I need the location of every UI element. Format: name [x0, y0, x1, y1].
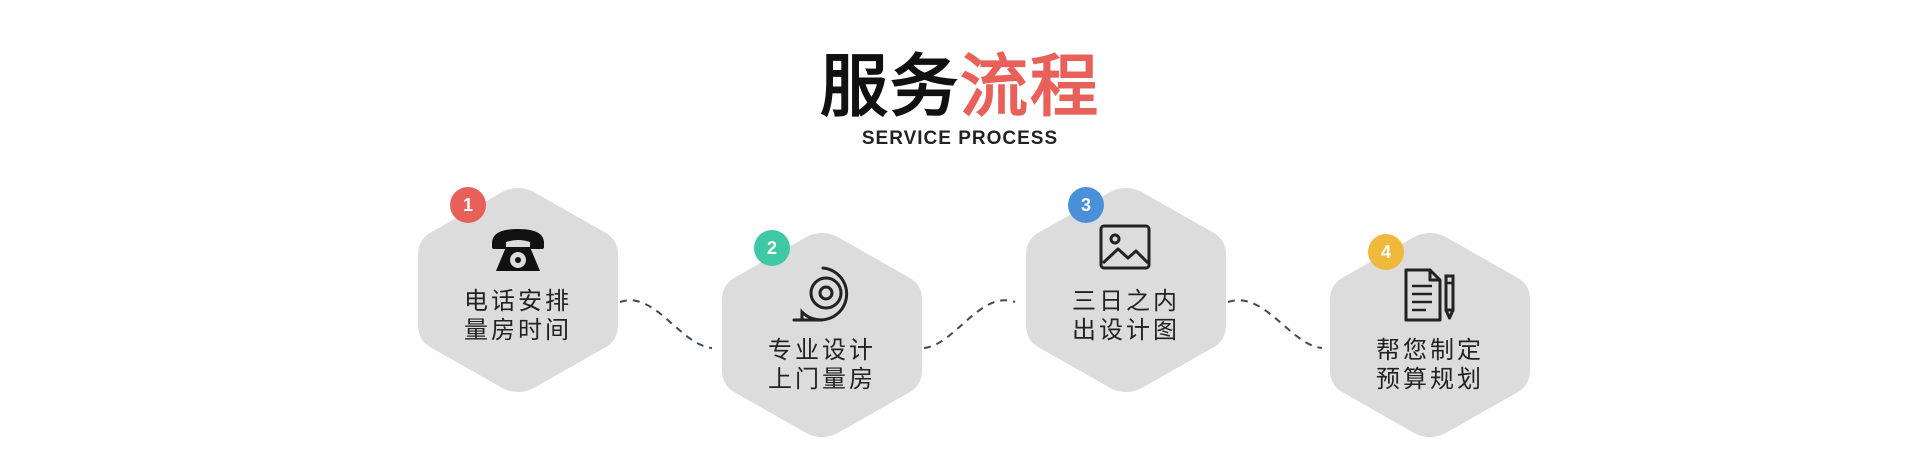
step-number-badge: 2: [754, 230, 790, 266]
title-part-2: 流程: [960, 48, 1101, 127]
document-pen-icon: [1404, 268, 1455, 322]
step-label-line-2: 量房时间: [464, 316, 572, 344]
tape-measure-icon: [792, 266, 849, 322]
step-number-badge: 1: [450, 187, 486, 223]
page-subtitle: SERVICE PROCESS: [861, 128, 1059, 149]
step-label: 三日之内 出设计图: [1026, 287, 1226, 345]
step-number-badge: 3: [1068, 187, 1104, 223]
step-label: 帮您制定 预算规划: [1330, 336, 1530, 394]
step-label: 电话安排 量房时间: [418, 287, 618, 345]
process-step-4: 4 帮您制定 预算规划: [1330, 230, 1530, 440]
telephone-icon: [492, 229, 544, 271]
step-label-line-1: 三日之内: [1072, 287, 1180, 315]
hexagon-shape: [722, 233, 922, 437]
image-icon: [1099, 224, 1151, 270]
connector-3-4: [1227, 299, 1323, 349]
step-label-line-1: 专业设计: [768, 336, 876, 364]
hexagon-shape: [1026, 188, 1226, 392]
step-label-line-2: 出设计图: [1072, 316, 1180, 344]
step-label-line-1: 帮您制定: [1376, 336, 1484, 364]
hexagon-shape: [1330, 233, 1530, 437]
page-title: 服务流程: [0, 48, 1920, 128]
process-step-1: 1 电话安排 量房时间: [418, 185, 618, 395]
step-number-badge: 4: [1368, 234, 1404, 270]
title-part-1: 服务: [819, 48, 960, 127]
step-label-line-2: 上门量房: [768, 365, 876, 393]
process-step-3: 3 三日之内 出设计图: [1026, 185, 1226, 395]
connector-1-2: [619, 299, 713, 349]
step-label-line-1: 电话安排: [464, 287, 572, 315]
connector-2-3: [923, 299, 1016, 349]
step-label: 专业设计 上门量房: [722, 336, 922, 394]
hexagon-shape: [418, 188, 618, 392]
step-label-line-2: 预算规划: [1376, 365, 1484, 393]
process-step-2: 2 专业设计 上门量房: [722, 230, 922, 440]
